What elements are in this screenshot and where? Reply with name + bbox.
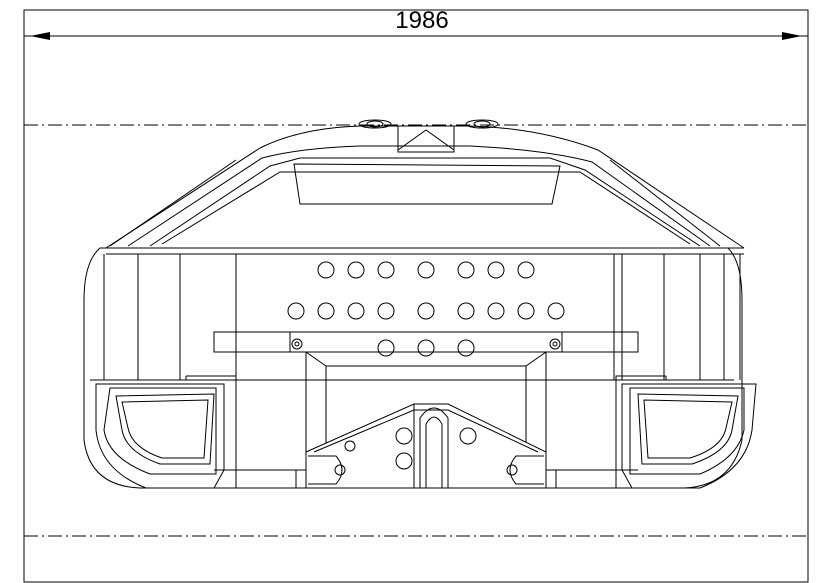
lightening-hole — [487, 302, 505, 320]
roof-light-left — [358, 119, 392, 129]
roof — [105, 119, 745, 249]
lightening-hole — [417, 302, 435, 320]
lightening-hole — [487, 261, 505, 279]
dimension-value: 1986 — [395, 7, 448, 34]
lightening-hole — [377, 302, 395, 320]
lightening-hole — [377, 261, 395, 279]
lightening-hole — [347, 302, 365, 320]
roof-light-right — [465, 119, 499, 129]
lightening-hole — [457, 261, 475, 279]
lightening-holes — [287, 261, 565, 357]
lightening-hole — [287, 302, 305, 320]
lightening-hole — [547, 302, 565, 320]
right-lamp-opening — [637, 393, 739, 465]
overall-width-dimension: 1986 — [24, 7, 808, 40]
lightening-hole — [517, 261, 535, 279]
frame-members — [103, 254, 741, 380]
left-lower-housing — [95, 383, 225, 489]
lightening-hole — [377, 339, 395, 357]
lightening-hole — [347, 261, 365, 279]
cross-beam — [213, 331, 639, 353]
lightening-hole — [457, 302, 475, 320]
drawing-frame — [23, 9, 809, 583]
lightening-hole — [317, 302, 335, 320]
lightening-hole — [517, 302, 535, 320]
left-lamp-opening — [115, 393, 215, 465]
lightening-hole — [417, 261, 435, 279]
coupler-bracket — [305, 403, 547, 489]
lightening-hole — [457, 339, 475, 357]
roof-hatch — [397, 125, 455, 153]
body-outline — [83, 247, 744, 489]
lightening-hole — [317, 261, 335, 279]
lightening-hole — [417, 339, 435, 357]
right-lower-housing — [621, 383, 757, 489]
windshield — [293, 163, 561, 205]
